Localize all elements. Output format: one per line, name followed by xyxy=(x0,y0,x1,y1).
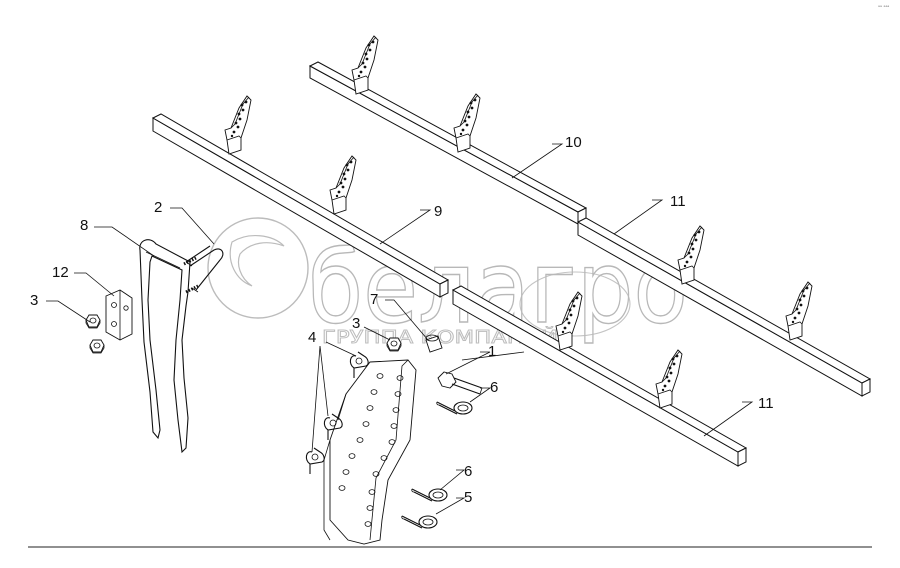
beam-11-lower xyxy=(451,285,748,467)
tine xyxy=(329,155,357,215)
nut-3 xyxy=(85,314,101,329)
bushing-7 xyxy=(425,334,443,353)
spring-clip-4 xyxy=(305,447,325,475)
watermark-logo-swoosh xyxy=(229,235,285,287)
leader-lines xyxy=(46,143,754,515)
ring-pin-5 xyxy=(401,515,438,529)
callout-label: 6 xyxy=(464,463,472,480)
bolt-1 xyxy=(437,371,483,395)
callout-label: 11 xyxy=(758,395,774,412)
beam-9 xyxy=(151,113,450,298)
callout-label: 3 xyxy=(352,315,360,332)
callout-label: 6 xyxy=(490,379,498,396)
watermark-subtitle: ГРУППА КОМПАНИЙ xyxy=(322,326,558,348)
watermark-ellipse xyxy=(519,271,631,337)
callout-label: 3 xyxy=(30,292,38,309)
tine xyxy=(351,35,379,95)
ring-pin-6 xyxy=(411,488,448,502)
callout-label: 10 xyxy=(565,134,582,151)
bracket-12 xyxy=(105,289,133,341)
callout-label: 4 xyxy=(308,329,316,346)
ring-pin-6 xyxy=(436,401,473,415)
callout-label: 5 xyxy=(464,489,472,506)
watermark-logo-ring xyxy=(207,217,309,319)
callout-label: 12 xyxy=(52,264,69,281)
beam-11-upper xyxy=(576,217,872,397)
handle-8 xyxy=(139,239,191,454)
tine xyxy=(785,281,813,341)
mounting-plate xyxy=(323,359,417,545)
tine xyxy=(453,93,481,153)
callout-label: 7 xyxy=(370,291,378,308)
callout-labels: 8 2 12 3 9 10 11 11 7 3 4 1 6 6 5 xyxy=(30,134,774,506)
callout-label: 9 xyxy=(434,203,442,220)
callout-label: 8 xyxy=(80,217,88,234)
callout-label: 1 xyxy=(488,343,496,360)
callout-label: 2 xyxy=(154,199,162,216)
tine xyxy=(655,349,683,409)
nut-3 xyxy=(89,339,105,354)
beam-10 xyxy=(308,61,588,225)
plate-hole-row xyxy=(338,373,404,527)
callout-label: 11 xyxy=(670,193,686,210)
u-bolt-2 xyxy=(183,245,224,294)
corner-mark: ᵃᵃ ᵃᵃᵃ xyxy=(878,5,889,11)
tine xyxy=(224,95,252,155)
